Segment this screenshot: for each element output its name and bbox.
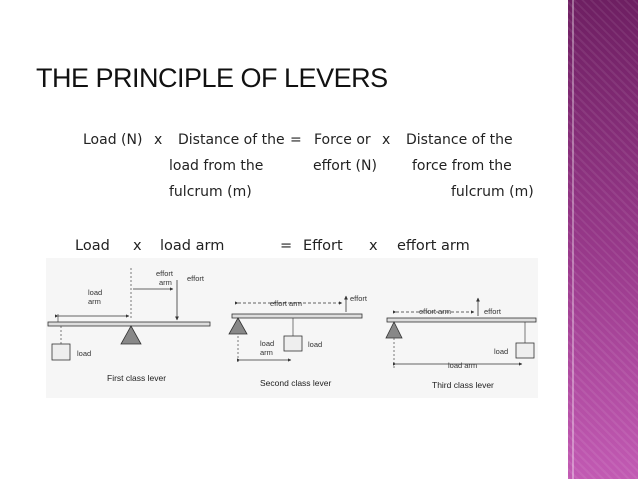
first-class-lever: load arm effort arm effort load First cl…	[47, 268, 211, 383]
eq-times-2: x	[382, 132, 391, 148]
first-lever-beam	[47, 321, 211, 327]
third-caption: Third class lever	[432, 380, 494, 390]
eq2-equals: =	[280, 238, 293, 254]
first-effort-arm-label-2: arm	[159, 278, 172, 287]
third-lever-beam	[386, 317, 537, 323]
eq2-load-arm: load arm	[160, 238, 225, 254]
first-load-arm-label-2: arm	[88, 297, 101, 306]
eq2-times-2: x	[369, 238, 378, 254]
first-effort-arm-label-1: effort	[156, 269, 174, 278]
third-class-lever: effort arm effort load load arm Third cl…	[385, 297, 537, 390]
second-effort-arm-label: effort arm	[270, 299, 302, 308]
eq-load-label: Load (N)	[83, 132, 143, 148]
first-caption: First class lever	[107, 373, 166, 383]
first-fulcrum	[120, 325, 142, 345]
second-load-box	[283, 335, 303, 352]
eq-force-distance-line2: force from the	[412, 158, 512, 174]
third-load-box	[515, 342, 535, 359]
eq-force-line2: effort (N)	[313, 158, 377, 174]
second-load-label: load	[308, 340, 322, 349]
second-lever-beam	[231, 313, 363, 319]
eq2-load: Load	[75, 238, 110, 254]
eq-force-line1: Force or	[314, 132, 371, 148]
third-load-arm-label: load arm	[448, 361, 477, 370]
eq-load-distance-line3: fulcrum (m)	[169, 184, 252, 200]
first-load-label: load	[77, 349, 91, 358]
second-caption: Second class lever	[260, 378, 332, 388]
third-fulcrum	[385, 321, 403, 339]
first-effort-label: effort	[187, 274, 205, 283]
second-class-lever: effort arm effort load load arm Second c…	[228, 294, 368, 388]
third-load-label: load	[494, 347, 508, 356]
first-load-box	[51, 343, 71, 361]
third-effort-arm-label: effort arm	[419, 307, 451, 316]
lever-diagrams: load arm effort arm effort load First cl…	[46, 258, 538, 398]
slide-title: THE PRINCIPLE OF LEVERS	[36, 63, 388, 93]
eq2-times-1: x	[133, 238, 142, 254]
eq-times-1: x	[154, 132, 163, 148]
eq2-effort-arm: effort arm	[397, 238, 470, 254]
eq2-effort: Effort	[303, 238, 343, 254]
eq-equals: =	[290, 132, 302, 148]
second-effort-label: effort	[350, 294, 368, 303]
second-load-arm-label-1: load	[260, 339, 274, 348]
first-load-arm-label-1: load	[88, 288, 102, 297]
eq-force-distance-line1: Distance of the	[406, 132, 513, 148]
second-fulcrum	[228, 317, 248, 335]
decorative-side-bar	[568, 0, 638, 479]
eq-force-distance-line3: fulcrum (m)	[451, 184, 534, 200]
eq-load-distance-line2: load from the	[169, 158, 264, 174]
eq-load-distance-line1: Distance of the	[178, 132, 285, 148]
second-load-arm-label-2: arm	[260, 348, 273, 357]
third-effort-label: effort	[484, 307, 502, 316]
